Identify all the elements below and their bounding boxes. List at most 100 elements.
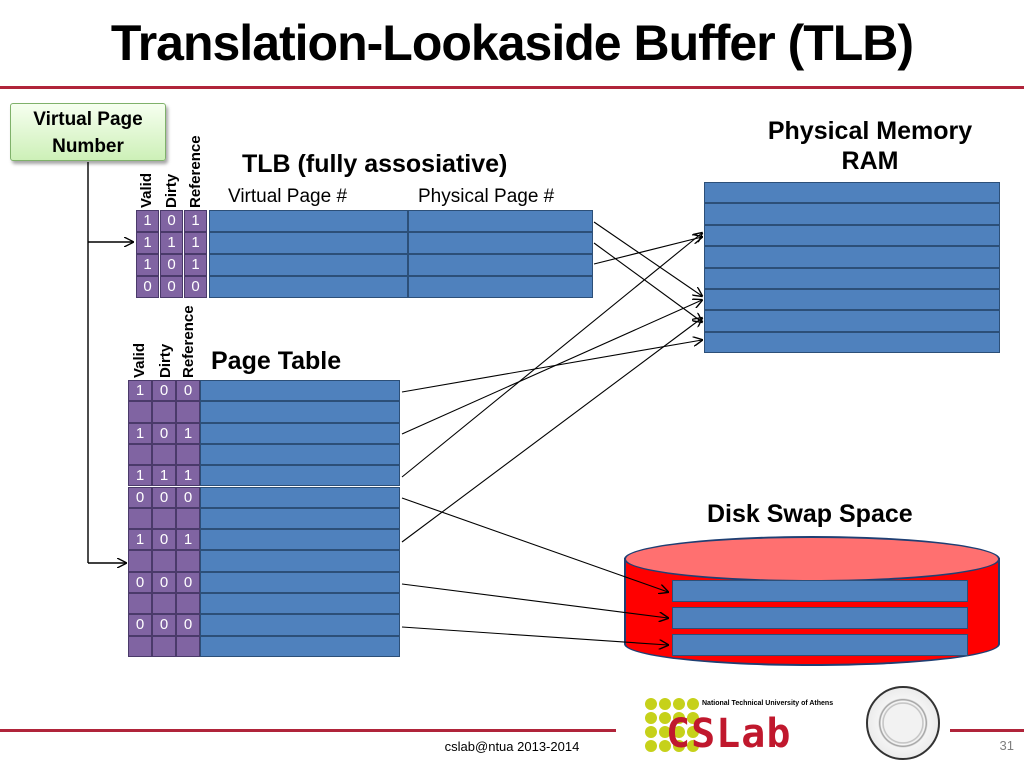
logo-dot [673, 698, 685, 710]
pt-bit-cell: 1 [128, 380, 152, 402]
tlb-bit-cell: 1 [160, 232, 183, 254]
pt-entry-cell [200, 529, 400, 551]
page-number: 31 [999, 738, 1014, 753]
pt-bit-cell: 0 [152, 529, 176, 551]
pt-bit-cell [176, 550, 200, 572]
pt-bit-cell [128, 401, 152, 423]
pt-bit-cell: 1 [128, 465, 152, 487]
vpn-line1: Virtual Page [33, 109, 143, 130]
ram-frame-cell [704, 203, 1000, 225]
pt-entry-cell [200, 614, 400, 636]
tlb-physical-page-cell [408, 210, 593, 232]
logo-dot [673, 712, 685, 724]
tlb-virtual-page-cell [209, 254, 408, 276]
ram-frame-cell [704, 289, 1000, 311]
pt-entry-cell [200, 465, 400, 487]
pt-bit-cell [176, 443, 200, 466]
logo-dot [645, 726, 657, 738]
footer-text: cslab@ntua 2013-2014 [444, 739, 580, 754]
pt-bit-cell: 1 [176, 422, 200, 444]
pt-bit-cell [152, 550, 176, 572]
disk-slot-cell [672, 634, 968, 656]
pt-bit-cell [152, 401, 176, 423]
pt-bit-cell [152, 593, 176, 615]
pt-bit-cell: 1 [176, 465, 200, 487]
tlb-virtual-page-cell [209, 232, 408, 254]
tlb-physical-page-cell [408, 232, 593, 254]
logo-dot [687, 698, 699, 710]
pt-entry-cell [200, 380, 400, 402]
tlb-virtual-page-cell [209, 210, 408, 232]
pt-bit-cell: 0 [152, 422, 176, 444]
tlb-physical-page-cell [408, 254, 593, 276]
pt-disk-arrow-2 [401, 583, 668, 618]
disk-cylinder-top [624, 536, 1000, 582]
tlb-arrow-2 [593, 242, 702, 322]
tlb-bit-cell: 0 [160, 254, 183, 276]
cslab-logo: National Technical University of Athens … [640, 690, 870, 760]
logo-org-text: National Technical University of Athens [702, 700, 834, 707]
pt-bit-cell: 0 [128, 571, 152, 593]
pt-bit-cell [128, 550, 152, 572]
tlb-bit-cell: 1 [136, 254, 159, 276]
ram-frame-cell [704, 246, 1000, 268]
logo-dot [645, 712, 657, 724]
logo-dot [687, 740, 699, 752]
pt-bit-cell: 0 [128, 614, 152, 636]
physical-memory-title: Physical Memory RAM [700, 116, 1024, 176]
disk-slot-cell [672, 580, 968, 602]
ntua-seal-icon [866, 686, 940, 760]
footer-rule [0, 729, 616, 732]
pt-bit-cell [176, 401, 200, 423]
physical-memory-line1: Physical Memory [767, 117, 973, 145]
tlb-bit-cell: 0 [160, 276, 183, 298]
logo-dot [673, 726, 685, 738]
logo-dot [645, 698, 657, 710]
tlb-bit-cell: 0 [184, 276, 207, 298]
logo-dot [659, 712, 671, 724]
disk-slot-cell [672, 607, 968, 629]
logo-dot [687, 712, 699, 724]
pt-bit-cell: 0 [176, 571, 200, 593]
pt-bit-cell [128, 507, 152, 530]
pt-bit-cell: 0 [152, 486, 176, 508]
pt-bit-cell [152, 443, 176, 466]
tlb-virtual-page-cell [209, 276, 408, 298]
footer-rule-right [950, 729, 1024, 732]
virtual-page-number-box: Virtual Page Number [10, 103, 166, 161]
logo-dot [659, 740, 671, 752]
pt-entry-cell [200, 422, 400, 444]
tlb-heading: TLB (fully assosiative) [242, 150, 508, 178]
page-table-heading: Page Table [211, 347, 342, 375]
pt-bit-cell: 1 [176, 529, 200, 551]
pt-entry-cell [200, 550, 400, 572]
vpn-line2: Number [52, 136, 124, 157]
logo-dot [673, 740, 685, 752]
pt-disk-arrow-3 [401, 626, 668, 645]
logo-dot [659, 698, 671, 710]
tlb-col-physical: Physical Page # [418, 186, 555, 207]
tlb-physical-page-cell [408, 276, 593, 298]
pt-bit-cell [152, 507, 176, 530]
tlb-bit-cell: 1 [136, 232, 159, 254]
logo-dot [659, 726, 671, 738]
tlb-bit-cell: 1 [184, 254, 207, 276]
pt-entry-cell [200, 593, 400, 615]
tlb-col-virtual: Virtual Page # [228, 186, 348, 207]
pt-bit-cell: 0 [152, 571, 176, 593]
pt-bit-cell [152, 635, 176, 657]
tlb-bit-cell: 1 [136, 210, 159, 232]
slide-title: Translation-Lookaside Buffer (TLB) [110, 15, 914, 71]
pt-bit-cell [176, 635, 200, 657]
tlb-bit-cell: 1 [184, 210, 207, 232]
pt-arrow-2 [401, 300, 702, 435]
ram-frame-cell [704, 310, 1000, 332]
pt-bit-cell: 0 [152, 380, 176, 402]
logo-name-text: CSLab [666, 711, 792, 757]
pt-arrow-3 [401, 233, 702, 478]
pt-entry-cell [200, 401, 400, 423]
pt-bit-cell [128, 635, 152, 657]
pt-bit-cell: 0 [176, 380, 200, 402]
tlb-bit-cell: 0 [160, 210, 183, 232]
logo-dot [687, 726, 699, 738]
